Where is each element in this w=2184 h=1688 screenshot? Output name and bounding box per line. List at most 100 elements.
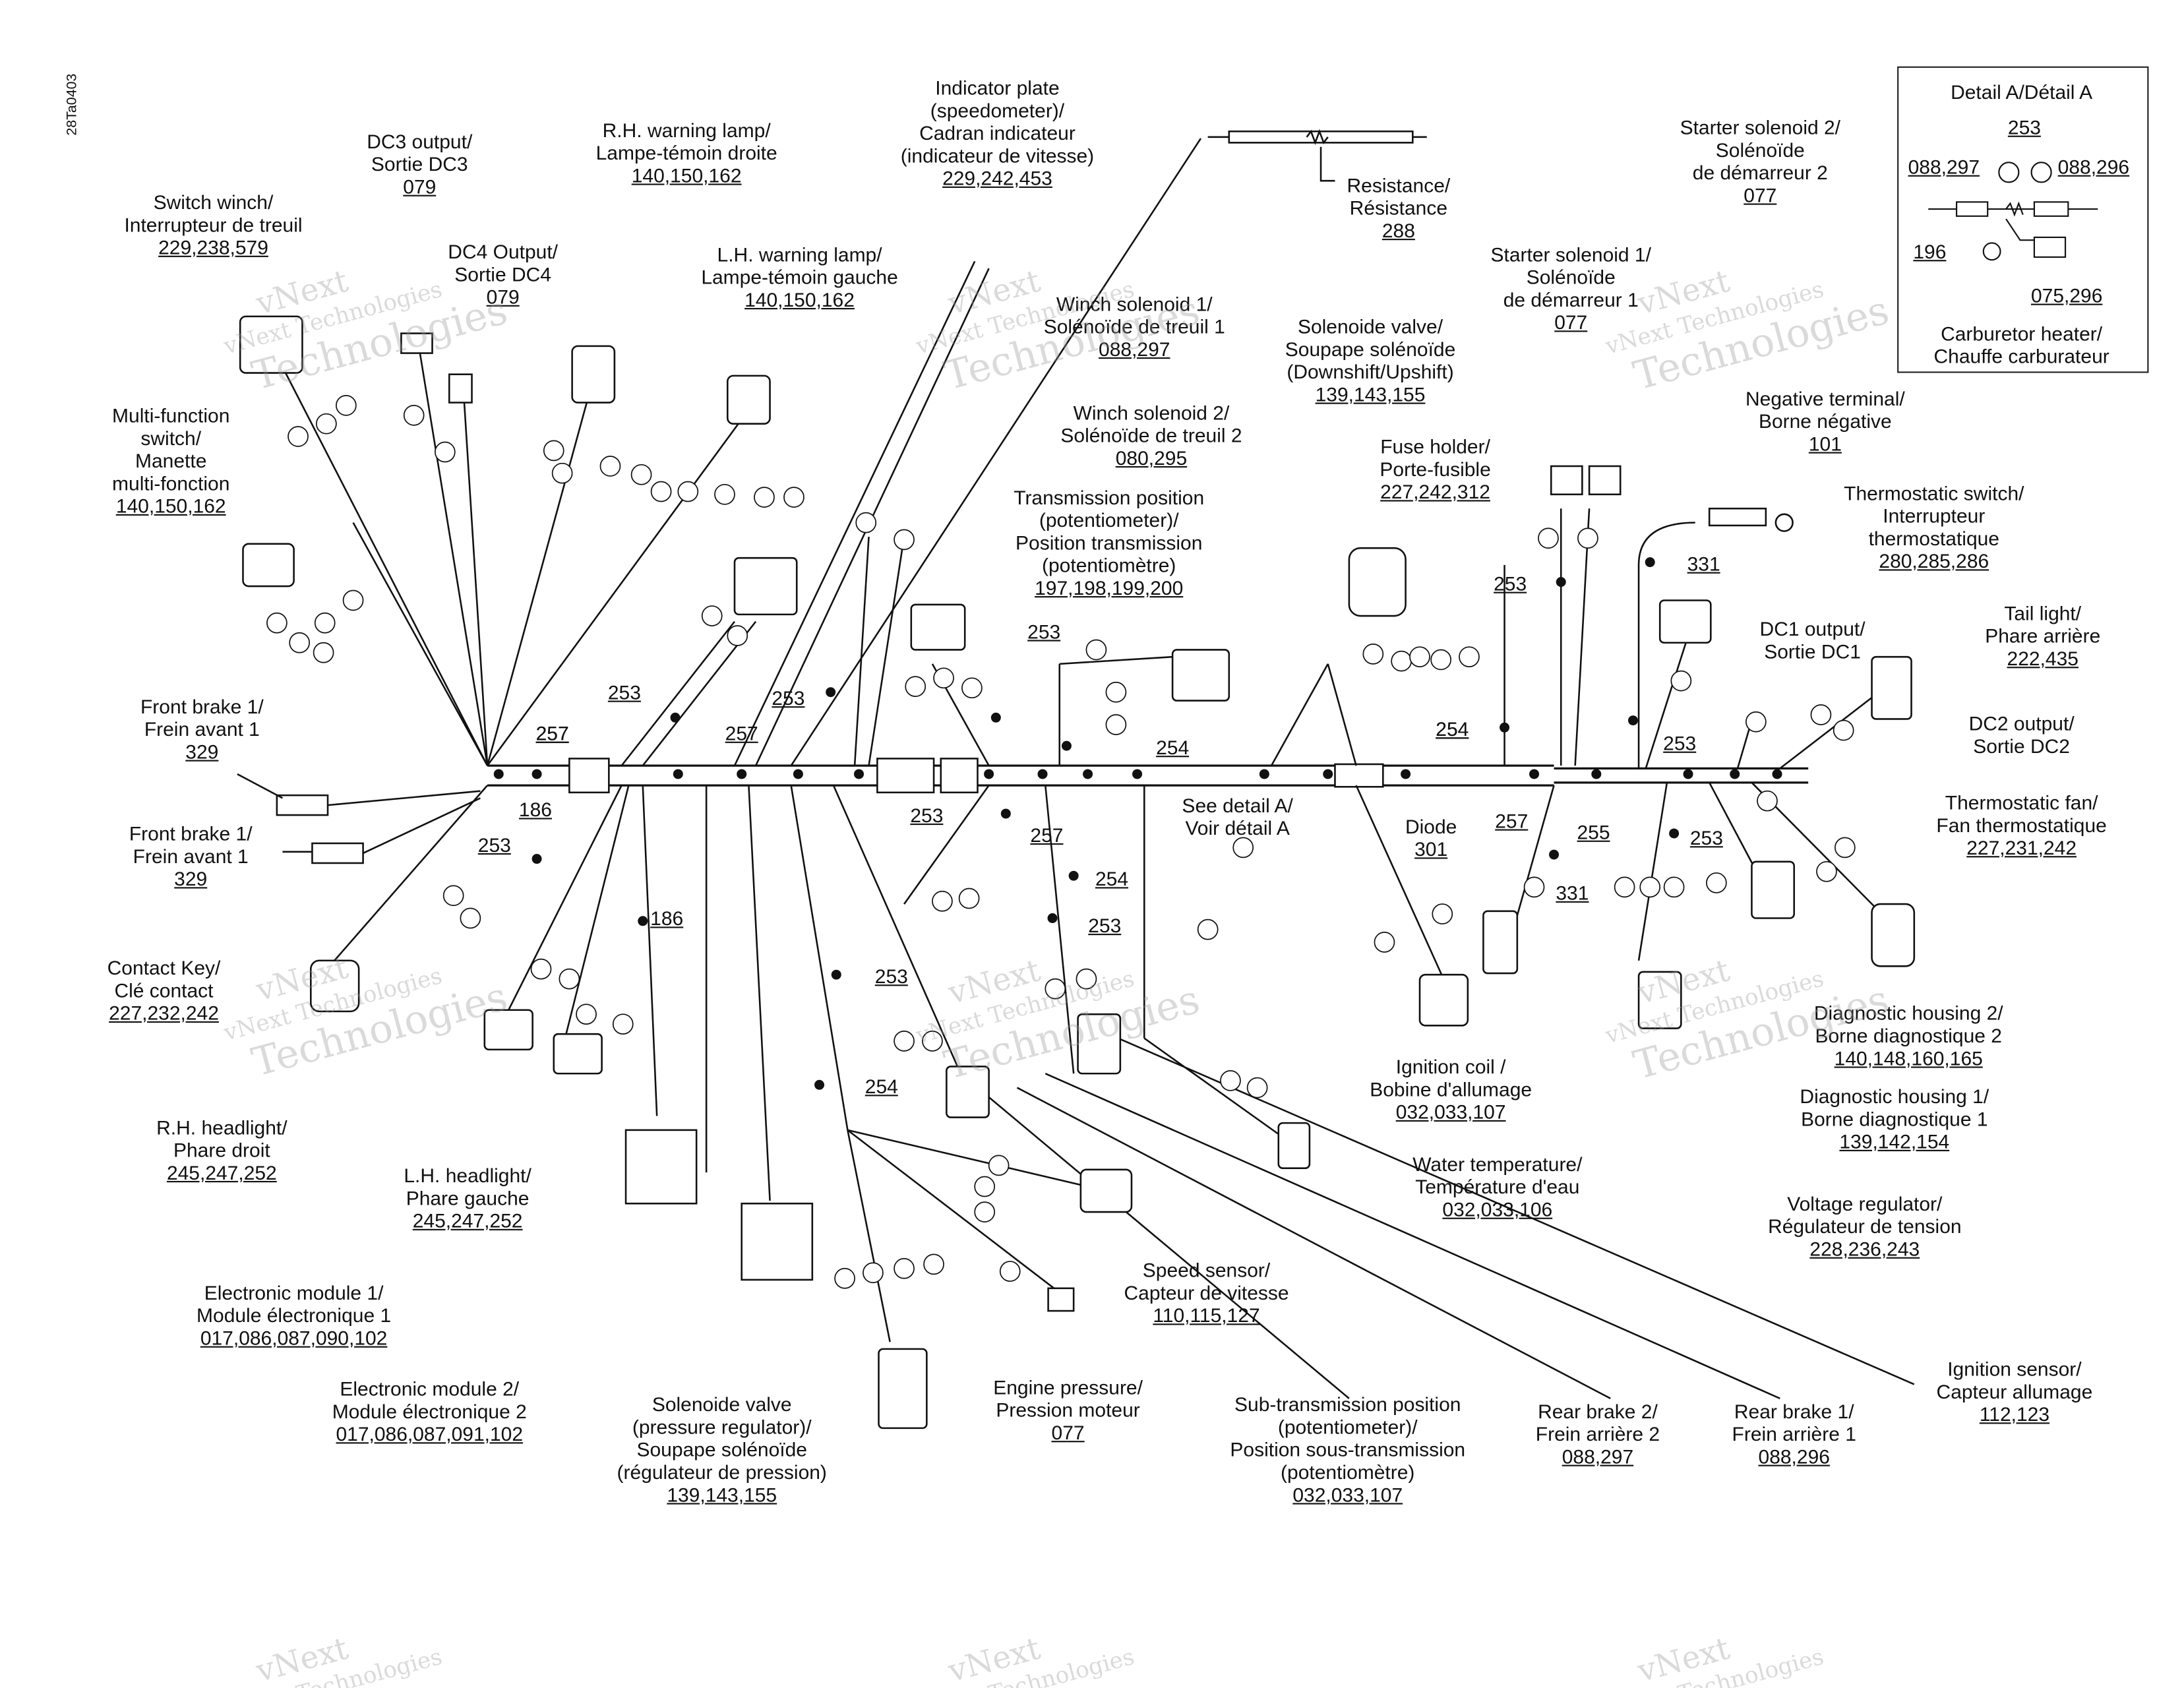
branch-lh-lamp — [487, 409, 750, 766]
connector-contact-key — [310, 959, 360, 1013]
branch-negative-terminal — [1637, 522, 1695, 769]
label-line: Sortie DC3 — [371, 152, 468, 175]
branch-module-1 — [642, 785, 658, 1116]
label-line: multi-fonction — [112, 471, 230, 495]
label-electronic-module-2: Electronic module 2/Module électronique … — [332, 1377, 527, 1445]
label-line: See detail A/ — [1182, 793, 1293, 817]
label-ref-number: 245,247,252 — [166, 1160, 277, 1184]
connector-thermo-fan — [1871, 903, 1916, 967]
connector-indicator — [733, 557, 798, 616]
label-ref-number: 140,148,160,165 — [1834, 1046, 1983, 1070]
label-line: Electronic module 2/ — [340, 1377, 520, 1401]
detail-a-title: Detail A/Détail A — [1951, 80, 2093, 104]
label-ref-number: 032,033,107 — [1292, 1483, 1403, 1506]
label-line: Phare droit — [173, 1138, 270, 1161]
branch-engine-pressure — [847, 1129, 1060, 1294]
label-line: (potentiomètre) — [1042, 553, 1176, 577]
segment-number: 253 — [772, 686, 805, 709]
label-line: Water temperature/ — [1412, 1153, 1583, 1176]
label-line: Indicator plate — [935, 76, 1060, 99]
detail-a-label-253: 253 — [2007, 115, 2041, 138]
branch-winch-sol-2 — [868, 536, 905, 766]
connector-solenoid-shift — [1171, 649, 1230, 702]
label-line: Lampe-témoin droite — [595, 141, 777, 164]
label-line: Phare arrière — [1985, 624, 2101, 648]
label-line: Manette — [135, 449, 207, 472]
segment-number: 253 — [1494, 572, 1527, 595]
connector-rh-headlight — [483, 1009, 533, 1051]
label-line: Capteur allumage — [1936, 1380, 2093, 1403]
label-line: Régulateur de tension — [1768, 1215, 1962, 1238]
label-ref-number: 088,297 — [1099, 338, 1170, 361]
leader-front-brake-a — [237, 773, 284, 799]
label-line: Soupape solénoïde — [1285, 338, 1456, 361]
label-line: DC3 output/ — [367, 130, 473, 153]
label-line: Front brake 1/ — [140, 695, 264, 718]
label-line: Winch solenoid 1/ — [1056, 292, 1213, 315]
connector-sub-transmission — [946, 1066, 990, 1118]
segment-number: 253 — [1663, 731, 1697, 754]
segment-number: 253 — [910, 803, 944, 827]
connector-engine-pressure — [1047, 1287, 1075, 1312]
branch-winch-sol-1 — [853, 536, 870, 766]
connector-voltage-reg — [1482, 910, 1519, 975]
connector-multi-function — [242, 543, 295, 588]
label-line: thermostatique — [1868, 527, 1999, 550]
label-line: Porte-fusible — [1380, 458, 1491, 481]
branch-253-a — [621, 620, 736, 766]
label-line: Diagnostic housing 1/ — [1800, 1085, 1989, 1108]
label-line: Frein arrière 1 — [1732, 1422, 1856, 1445]
label-line: Thermostatic switch/ — [1844, 481, 2024, 504]
label-line: Capteur de vitesse — [1124, 1281, 1289, 1304]
label-line: Contact Key/ — [107, 956, 221, 979]
label-line: Pression moteur — [996, 1398, 1140, 1422]
label-diagnostic-housing-2: Diagnostic housing 2/Borne diagnostique … — [1814, 1002, 2003, 1070]
branch-contact-key — [321, 785, 489, 976]
label-line: Electronic module 1/ — [204, 1281, 384, 1304]
segment-number: 254 — [1436, 717, 1469, 740]
connector-thermo-switch — [1658, 599, 1712, 644]
label-ref-number: 329 — [185, 740, 219, 763]
label-line: Voltage regulator/ — [1787, 1192, 1943, 1215]
label-line: Solenoide valve — [652, 1393, 792, 1416]
label-line: Frein avant 1 — [133, 845, 249, 868]
label-line: Diagnostic housing 2/ — [1813, 1001, 2003, 1025]
label-ref-number: 228,236,243 — [1809, 1237, 1920, 1260]
segment-number: 253 — [1088, 914, 1122, 937]
label-line: Fuse holder/ — [1380, 435, 1490, 458]
label-line: Resistance/ — [1347, 173, 1451, 196]
branch-diag-1 — [1637, 782, 1668, 961]
label-ref-number: 112,123 — [1979, 1402, 2050, 1426]
label-ref-number: 288 — [1381, 219, 1415, 242]
label-ref-number: 017,086,087,091,102 — [336, 1422, 524, 1445]
segment-number: 186 — [518, 798, 552, 821]
label-line: Position transmission — [1016, 531, 1203, 554]
label-line: Clé contact — [114, 979, 214, 1002]
label-line: Sortie DC1 — [1764, 640, 1861, 663]
label-ref-number: 079 — [486, 285, 520, 309]
label-line: L.H. warning lamp/ — [717, 243, 882, 266]
label-line: (speedometer)/ — [930, 98, 1065, 122]
branch-rh-lamp — [486, 378, 595, 766]
branch-254-mid — [1045, 785, 1075, 1074]
label-line: Rear brake 2/ — [1538, 1400, 1658, 1423]
label-line: Frein arrière 2 — [1535, 1422, 1660, 1445]
label-line: DC4 Output/ — [448, 240, 559, 263]
label-line: Thermostatic fan/ — [1945, 791, 2098, 814]
connector-module-2 — [741, 1202, 814, 1281]
label-line: Engine pressure/ — [993, 1375, 1143, 1399]
label-ref-number: 032,033,106 — [1442, 1197, 1553, 1221]
segment-number: 254 — [1095, 867, 1129, 890]
label-sub-transmission-position: Sub-transmission position(potentiometer)… — [1230, 1393, 1465, 1505]
